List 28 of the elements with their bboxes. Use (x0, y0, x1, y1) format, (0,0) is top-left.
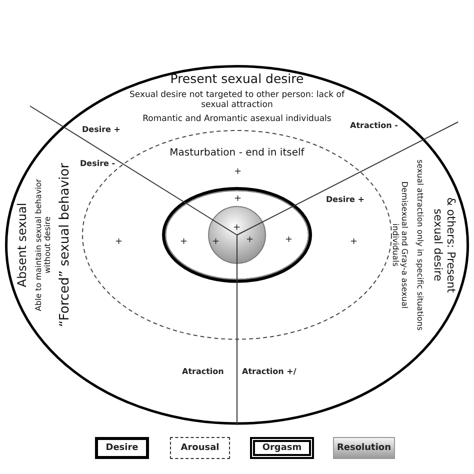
note-text: sexual attraction only in specific situations (415, 158, 425, 333)
sector-label: Atraction - (350, 122, 398, 130)
plus-sign: + (285, 236, 293, 245)
legend-key: Resolution (333, 437, 395, 459)
heading-text: & others: Present sexual desire (431, 196, 457, 295)
sector-label: Desire + (82, 126, 120, 134)
sector-label: Atraction (182, 368, 224, 376)
plus-sign: + (233, 224, 241, 233)
legend-key: Desire (95, 437, 149, 459)
plus-sign: + (350, 238, 358, 247)
plus-sign: + (234, 168, 242, 177)
sector-label: Desire - (80, 160, 116, 168)
heading-text: Absent sexual (16, 202, 30, 290)
sector-label: Atraction +/ (242, 368, 296, 376)
plus-sign: + (246, 236, 254, 245)
note-text: Demisexual and Gray-a asexual individuals (390, 180, 410, 311)
heading-text: “Forced” sexual behavior (58, 162, 74, 329)
legend-key: Orgasm (250, 437, 314, 459)
plus-sign: + (180, 238, 188, 247)
plus-sign: + (234, 195, 242, 204)
plus-sign: + (212, 238, 220, 247)
legend-key: Arousal (170, 437, 230, 459)
heading-text: Present sexual desire (169, 72, 305, 86)
note-text: Sexual desire not targeted to other person: lack of sexual attraction (128, 91, 346, 111)
heading-text: Masturbation - end in itself (168, 147, 306, 159)
sector-label: Desire + (326, 196, 364, 204)
note-text: Able to maintain sexual behavior without desire (34, 178, 52, 314)
plus-sign: + (115, 238, 123, 247)
